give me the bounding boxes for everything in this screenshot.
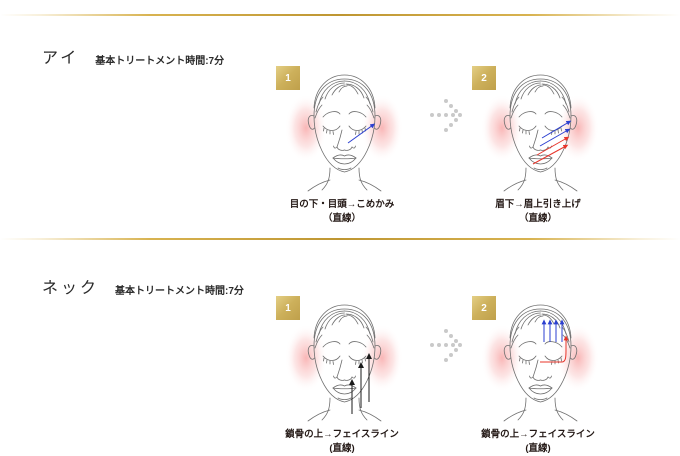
section-eye-subtitle: 基本トリートメント時間:7分 [95,56,225,67]
arrow-group [532,120,572,165]
caption-eye-2-main: 眉下→眉上引き上げ [495,199,581,210]
section-neck-header: ネック 基本トリートメント時間:7分 [42,274,244,298]
caption-eye-2-sub: （直線） [518,212,557,224]
face-illustration-neck-2 [478,294,603,422]
section-eye-header: アイ 基本トリートメント時間:7分 [42,44,224,68]
caption-neck-2-sub: (直線) [525,442,551,454]
face-illustration-eye-1 [282,64,407,192]
divider-middle [0,238,680,240]
divider-top [0,14,680,16]
caption-neck-1: 鎖骨の上→フェイスライン (直線) [262,428,422,456]
caption-eye-1: 目の下・目頭→こめかみ （直線） [262,198,422,226]
caption-neck-2: 鎖骨の上→フェイスライン (直線) [458,428,618,456]
arrow-group [347,123,376,144]
face-illustration-neck-1 [282,294,407,422]
panels-neck: 1 [262,260,662,454]
caption-eye-2: 眉下→眉上引き上げ （直線） [458,198,618,226]
section-neck-title: ネック [42,278,100,297]
caption-neck-1-main: 鎖骨の上→フェイスライン [285,429,399,440]
panel-neck-step-2[interactable]: 2 [458,260,618,454]
section-eye-title: アイ [42,48,80,67]
panel-eye-step-1[interactable]: 1 [262,30,422,224]
step-badge-neck-2: 2 [472,296,496,320]
face-illustration-eye-2 [478,64,603,192]
caption-eye-1-main: 目の下・目頭→こめかみ [289,199,395,210]
step-badge-eye-2: 2 [472,66,496,90]
dotted-arrow-separator-neck [430,328,464,362]
panel-eye-step-2[interactable]: 2 [458,30,618,224]
caption-neck-2-main: 鎖骨の上→フェイスライン [481,429,595,440]
arrow-group [540,319,569,363]
section-neck-subtitle: 基本トリートメント時間:7分 [115,286,244,297]
arrow-group [349,353,372,414]
step-badge-eye-1: 1 [276,66,300,90]
caption-eye-1-sub: （直線） [322,212,361,224]
panel-neck-step-1[interactable]: 1 [262,260,422,454]
dotted-arrow-separator-eye [430,98,464,132]
caption-neck-1-sub: (直線) [329,442,355,454]
step-badge-neck-1: 1 [276,296,300,320]
panels-eye: 1 [262,30,662,224]
